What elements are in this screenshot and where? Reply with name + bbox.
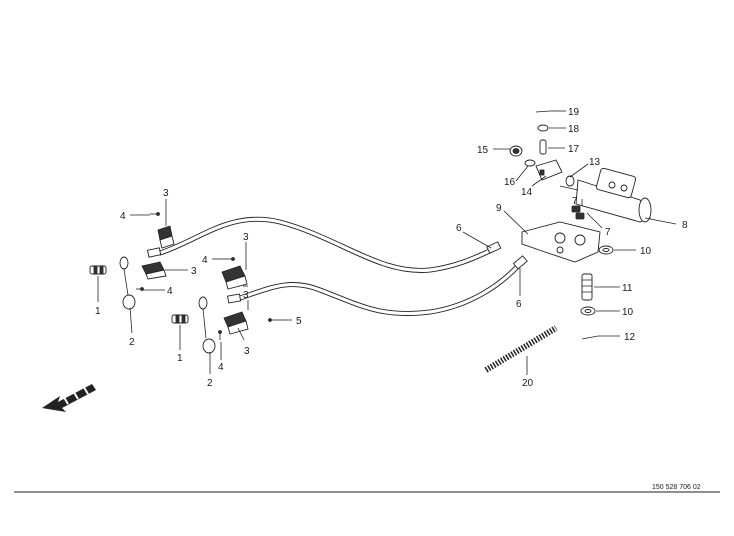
callout-3: 3	[243, 232, 249, 243]
callout-3: 3	[191, 266, 197, 277]
callout-12: 12	[624, 332, 636, 343]
hose-upper[interactable]	[146, 216, 502, 273]
clamp-3d[interactable]	[223, 311, 249, 335]
cap-strap-2a[interactable]	[119, 256, 136, 310]
washer-10b[interactable]	[580, 306, 596, 316]
callout-2: 2	[129, 337, 135, 348]
fitting-1a[interactable]	[89, 265, 107, 275]
screw-4b[interactable]	[136, 287, 144, 291]
callout-8: 8	[682, 220, 688, 231]
drawing-reference-number: 150 528 706 02	[652, 484, 701, 491]
bracket-9[interactable]	[521, 221, 601, 263]
cotter-pin-19[interactable]	[535, 110, 551, 113]
callout-9: 9	[496, 203, 502, 214]
screw-4c[interactable]	[222, 257, 235, 261]
cylinder-8[interactable]	[559, 167, 652, 223]
screw-5[interactable]	[268, 318, 277, 322]
callout-15: 15	[477, 145, 489, 156]
bolt-11[interactable]	[581, 273, 593, 301]
callout-11: 11	[622, 283, 633, 294]
washer-10a[interactable]	[598, 245, 614, 255]
clamp-3c[interactable]	[221, 265, 248, 290]
clamp-3b[interactable]	[141, 261, 167, 280]
callout-7: 7	[572, 196, 578, 207]
washer-16[interactable]	[524, 159, 536, 167]
callout-1: 1	[95, 306, 101, 317]
callout-18: 18	[568, 124, 580, 135]
callout-13: 13	[589, 157, 601, 168]
callout-19: 19	[568, 107, 580, 118]
clamp-3a[interactable]	[157, 225, 175, 249]
callout-4: 4	[202, 255, 208, 266]
callout-6: 6	[516, 299, 522, 310]
fitting-1b[interactable]	[171, 314, 189, 324]
leader-lines	[97, 110, 677, 375]
callout-1: 1	[177, 353, 183, 364]
fitting-7b[interactable]	[575, 212, 585, 220]
callout-4: 4	[218, 362, 224, 373]
callout-6: 6	[456, 223, 462, 234]
callout-14: 14	[521, 187, 533, 198]
callout-labels: 1 1 2 2 3 3 3 3 3 4 4 4 4 5 6 6 7 7 8 9 …	[95, 107, 688, 389]
oring-13[interactable]	[565, 175, 575, 187]
callout-16: 16	[504, 177, 516, 188]
fitting-7a[interactable]	[571, 205, 581, 213]
cap-strap-2b[interactable]	[198, 296, 216, 354]
callout-10: 10	[640, 246, 652, 257]
callout-4: 4	[120, 211, 126, 222]
valve-block-14[interactable]	[535, 159, 563, 181]
washer-18[interactable]	[537, 124, 549, 132]
spiral-guard-20[interactable]	[484, 325, 558, 373]
screw-4a[interactable]	[150, 212, 160, 216]
screw-4d[interactable]	[218, 330, 222, 341]
callout-3: 3	[163, 188, 169, 199]
callout-17: 17	[568, 144, 580, 155]
pin-12[interactable]	[581, 335, 599, 340]
callout-4: 4	[167, 286, 173, 297]
pin-17[interactable]	[539, 139, 547, 155]
callout-20: 20	[522, 378, 534, 389]
cap-15[interactable]	[509, 145, 523, 157]
callout-10: 10	[622, 307, 634, 318]
callout-7: 7	[605, 227, 611, 238]
direction-arrow-icon	[42, 383, 96, 412]
callout-5: 5	[296, 316, 302, 327]
callout-3: 3	[244, 346, 250, 357]
hose-lower[interactable]	[227, 255, 528, 316]
callout-2: 2	[207, 378, 213, 389]
callout-3: 3	[243, 290, 249, 301]
